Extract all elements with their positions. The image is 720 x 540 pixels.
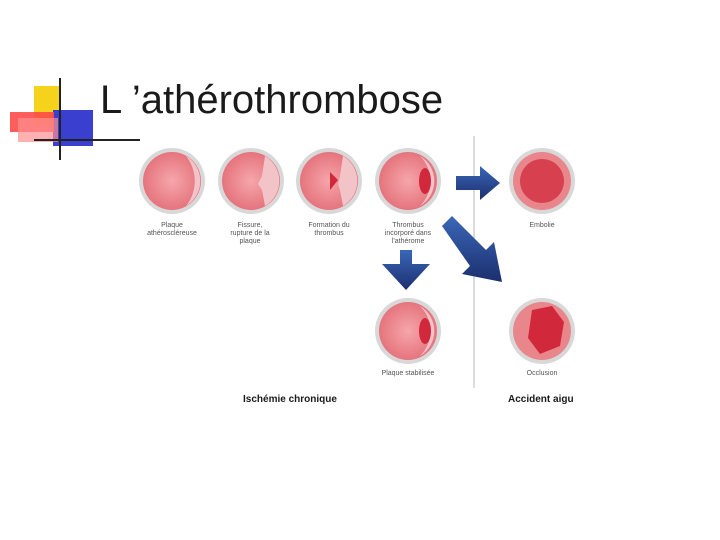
arrow-right [456,166,500,200]
vessel-stage-fissure [218,148,284,214]
vessel-stage-plaque [139,148,205,214]
title-decoration [0,0,140,170]
stage-label-thrombus-incorporated: Thrombus incorporé dans l’athérome [384,222,432,245]
vessel-stage-stabilized [375,298,441,364]
slide-title: L ’athérothrombose [100,78,444,122]
vessel-stage-thrombus-formation [296,148,362,214]
stage-label-plaque: Plaque athéroscléreuse [147,222,197,237]
vessel-stage-thrombus-incorporated [375,148,441,214]
title-decoration-graphic [10,78,140,160]
vessel-stage-embolism [509,148,575,214]
stage-label-occlusion: Occlusion [526,370,558,377]
stage-label-stabilized: Plaque stabilisée [381,370,435,377]
stage-label-fissure: Fissure, rupture de la plaque [230,222,270,245]
caption-acute-event: Accident aigu [508,394,574,405]
caption-chronic-ischemia: Ischémie chronique [243,394,337,405]
stage-label-embolism: Embolie [529,222,555,229]
arrow-down [382,250,430,290]
stage-label-thrombus-formation: Formation du thrombus [308,222,350,237]
vessel-stage-occlusion [509,298,575,364]
arrow-diagonal [442,216,502,282]
